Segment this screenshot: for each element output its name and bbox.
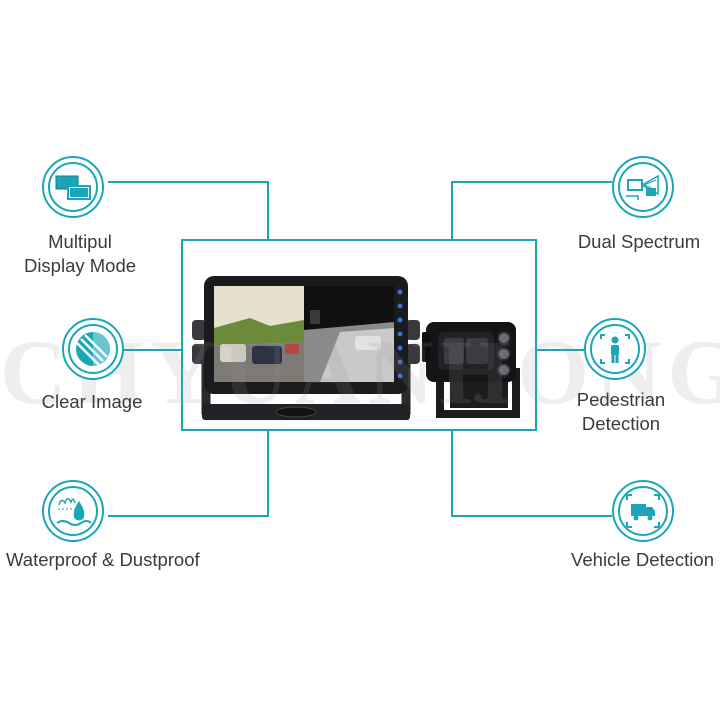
clear-image-label: Clear Image xyxy=(41,391,143,412)
lens-icon xyxy=(76,332,110,366)
water-drop-icon xyxy=(56,498,92,526)
camera-product-image xyxy=(422,322,520,418)
camera-beam-icon xyxy=(626,174,659,200)
truck-icon xyxy=(626,494,660,528)
pedestrian-label-line2: Detection xyxy=(581,413,661,434)
waterproof-icon-badge xyxy=(42,480,104,542)
split-screen-icon xyxy=(55,175,91,200)
connector-vehicle xyxy=(451,430,612,517)
product-frame xyxy=(181,239,537,431)
waterproof-label: Waterproof & Dustproof xyxy=(6,549,200,570)
connector-dual-spectrum xyxy=(451,181,612,240)
vehicle-label: Vehicle Detection xyxy=(571,549,714,570)
person-icon xyxy=(600,334,630,364)
multi-display-icon-badge xyxy=(42,156,104,218)
pedestrian-label-line1: Pedestrian xyxy=(576,389,666,410)
dual-spectrum-icon-badge xyxy=(612,156,674,218)
multi-display-label-line2: Display Mode xyxy=(23,255,137,276)
pedestrian-icon-badge xyxy=(584,318,646,380)
dual-spectrum-label: Dual Spectrum xyxy=(577,231,701,252)
multi-display-label-line1: Multipul xyxy=(48,231,112,252)
connector-waterproof xyxy=(108,430,269,517)
multi-display-label: Multipul Display Mode xyxy=(0,230,160,278)
connector-multi-display xyxy=(108,181,269,240)
monitor-product-image xyxy=(192,276,420,420)
clear-image-icon-badge xyxy=(62,318,124,380)
vehicle-icon-badge xyxy=(612,480,674,542)
pedestrian-label: Pedestrian Detection xyxy=(556,388,686,436)
